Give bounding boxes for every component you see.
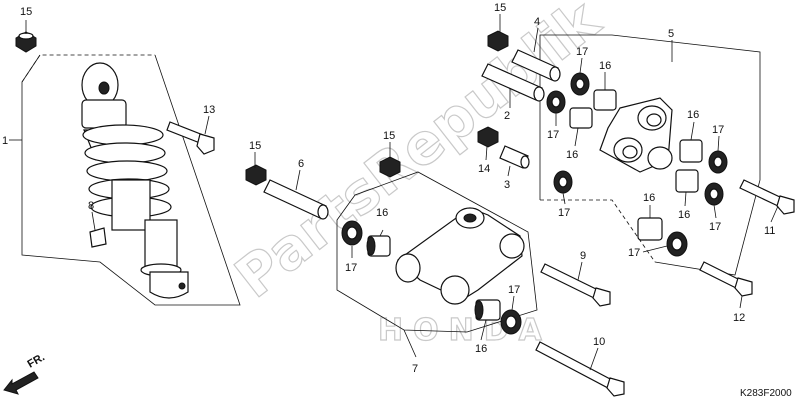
callout-9[interactable]: 9: [580, 250, 586, 262]
connecting-rod-group: [477, 30, 795, 297]
callout-17[interactable]: 17: [712, 124, 724, 136]
callout-16[interactable]: 16: [687, 109, 699, 121]
bearing-17e-icon[interactable]: [553, 170, 573, 194]
callout-14[interactable]: 14: [478, 163, 490, 175]
callout-1[interactable]: 1: [2, 135, 8, 147]
cushion-arm-group: [245, 156, 625, 397]
callout-15[interactable]: 15: [383, 130, 395, 142]
shock-absorber-group: [15, 31, 241, 306]
bolt-13-icon[interactable]: [166, 121, 215, 155]
nut-15-icon[interactable]: [15, 31, 37, 53]
bearing-17b-icon[interactable]: [500, 309, 522, 335]
bolt-12-icon[interactable]: [699, 261, 753, 297]
front-arrow-icon: FR.: [3, 351, 47, 395]
callout-17[interactable]: 17: [547, 129, 559, 141]
front-arrow-label: FR.: [26, 351, 47, 370]
collar-6-icon[interactable]: [263, 179, 329, 220]
callout-15[interactable]: 15: [494, 2, 506, 14]
decal-icon[interactable]: [89, 227, 107, 248]
nut-15c-icon[interactable]: [379, 156, 401, 178]
collar-2-icon[interactable]: [481, 63, 545, 102]
bolt-10-icon[interactable]: [535, 341, 625, 397]
callout-4[interactable]: 4: [534, 16, 540, 28]
callout-16[interactable]: 16: [566, 149, 578, 161]
bolt-11-icon[interactable]: [739, 179, 795, 215]
callout-13[interactable]: 13: [203, 104, 215, 116]
callout-6[interactable]: 6: [298, 158, 304, 170]
callout-17[interactable]: 17: [558, 207, 570, 219]
bearing-17d-icon[interactable]: [546, 90, 566, 114]
callout-15[interactable]: 15: [20, 6, 32, 18]
leader-lines: [9, 14, 779, 371]
bolt-9-icon[interactable]: [540, 263, 611, 307]
callout-labels: 15 1 13 8 15 6 15 16 17 7 16 17 9 10 15 …: [2, 2, 775, 375]
bearing-17h-icon[interactable]: [666, 231, 688, 257]
callout-3[interactable]: 3: [504, 179, 510, 191]
callout-17[interactable]: 17: [709, 221, 721, 233]
callout-17[interactable]: 17: [576, 46, 588, 58]
callout-7[interactable]: 7: [412, 363, 418, 375]
collar-3-icon[interactable]: [499, 145, 530, 169]
callout-11[interactable]: 11: [764, 225, 775, 237]
spacer-16b-icon[interactable]: [474, 299, 501, 321]
spacer-16e-icon[interactable]: [679, 139, 703, 163]
nut-15d-icon[interactable]: [487, 30, 509, 52]
shock-absorber-icon[interactable]: [81, 62, 189, 299]
callout-2[interactable]: 2: [504, 110, 510, 122]
callout-12[interactable]: 12: [733, 312, 745, 324]
figure-code: K283F2000: [740, 388, 792, 399]
connecting-rod-icon[interactable]: [599, 97, 673, 173]
callout-16[interactable]: 16: [678, 209, 690, 221]
bearing-17c-icon[interactable]: [570, 72, 590, 96]
cushion-arm-icon[interactable]: [395, 207, 525, 305]
spacer-16a-icon[interactable]: [366, 235, 391, 257]
collar-4-icon[interactable]: [511, 49, 561, 82]
callout-16[interactable]: 16: [643, 192, 655, 204]
nut-14-icon[interactable]: [477, 126, 499, 148]
bearing-17f-icon[interactable]: [708, 150, 728, 174]
spacer-16c-icon[interactable]: [593, 89, 617, 111]
spacer-16d-icon[interactable]: [569, 107, 593, 129]
callout-16[interactable]: 16: [599, 60, 611, 72]
callout-17[interactable]: 17: [508, 284, 520, 296]
bearing-17g-icon[interactable]: [704, 182, 724, 206]
callout-16[interactable]: 16: [475, 343, 487, 355]
callout-17[interactable]: 17: [628, 247, 640, 259]
callout-8[interactable]: 8: [88, 200, 94, 212]
callout-15[interactable]: 15: [249, 140, 261, 152]
nut-15b-icon[interactable]: [245, 164, 267, 186]
callout-5[interactable]: 5: [668, 28, 674, 40]
spacer-16f-icon[interactable]: [675, 169, 699, 193]
callout-17[interactable]: 17: [345, 262, 357, 274]
spacer-16g-icon[interactable]: [637, 217, 663, 241]
callout-16[interactable]: 16: [376, 207, 388, 219]
bearing-17a-icon[interactable]: [341, 220, 363, 246]
callout-10[interactable]: 10: [593, 336, 605, 348]
